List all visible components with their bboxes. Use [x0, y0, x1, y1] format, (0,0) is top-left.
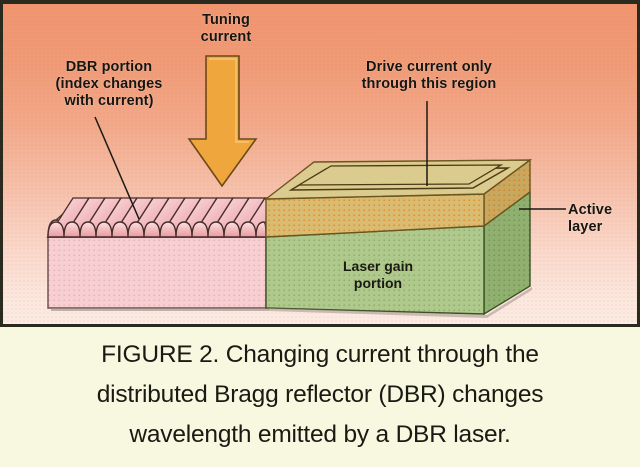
label-dbr-portion: DBR portion (index changes with current) [55, 59, 163, 109]
caption-line-2: distributed Bragg reflector (DBR) change… [96, 381, 544, 408]
leader-lines [94, 101, 566, 220]
dbr-grating-ridges [46, 197, 295, 238]
tuning-current-arrow [187, 55, 258, 188]
label-laser-gain-portion: Laser gain portion [342, 258, 414, 291]
caption-line-1: FIGURE 2. Changing current through the [101, 341, 539, 368]
dbr-laser-diagram-svg [46, 55, 566, 318]
label-active-layer: Active layer [568, 202, 613, 235]
leader-line-dbr [94, 116, 140, 220]
dbr-portion-group [46, 197, 295, 311]
arrow-highlight [209, 58, 249, 143]
laser-gain-block-group [263, 158, 533, 318]
dbr-front-face [47, 236, 267, 309]
label-drive-current: Drive current only through this region [361, 59, 497, 92]
caption-line-3: wavelength emitted by a DBR laser. [129, 421, 511, 448]
figure-caption: FIGURE 2. Changing current through the d… [0, 327, 640, 467]
illustration-panel: DBR portion (index changes with current)… [0, 0, 640, 327]
label-tuning-current: Tuning current [200, 12, 252, 45]
block-drop-shadow [269, 287, 532, 318]
dbr-drop-shadow [51, 308, 269, 311]
electrode-stripe-inner [296, 164, 504, 186]
dbr-valley-profile [47, 221, 267, 238]
